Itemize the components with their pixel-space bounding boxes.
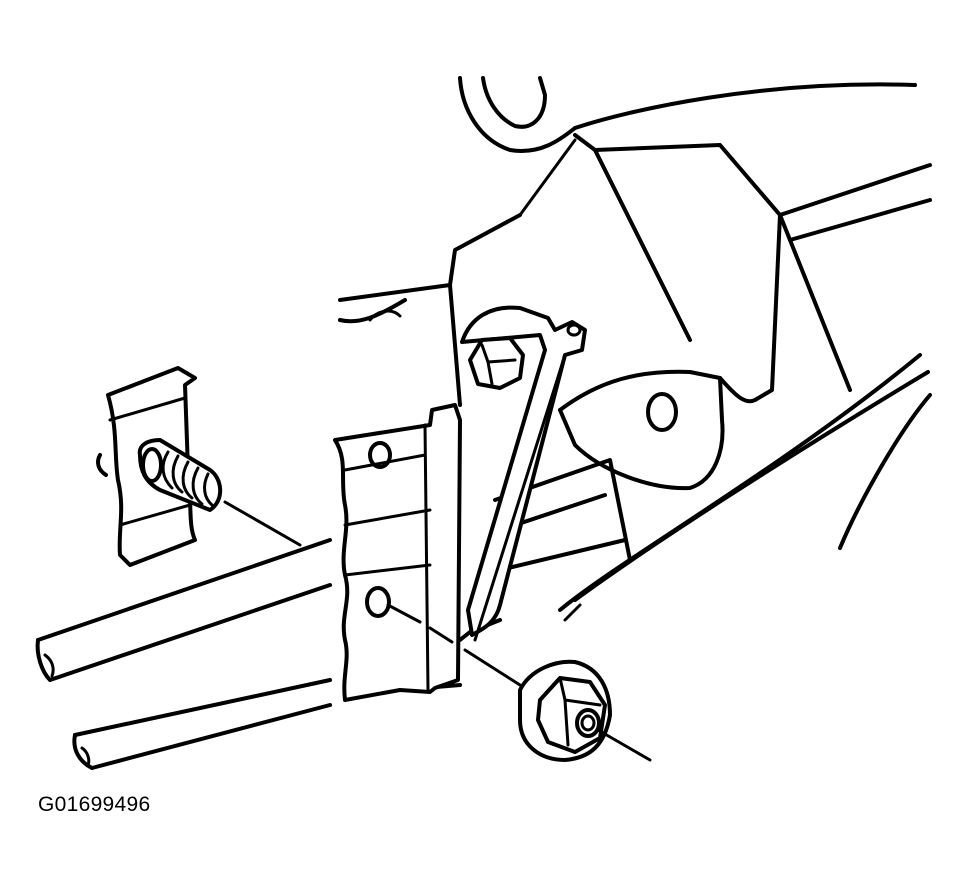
upper-housing xyxy=(458,76,932,491)
mounting-bracket xyxy=(333,403,462,702)
clip-nut-retainer xyxy=(96,366,302,567)
fastener-alignment-line xyxy=(386,603,522,687)
upper-bolt-head xyxy=(468,336,525,390)
link-strap xyxy=(460,305,587,642)
flange-nut xyxy=(518,659,652,762)
frame-rails xyxy=(35,538,502,770)
figure-id-label: G01699496 xyxy=(38,793,151,816)
